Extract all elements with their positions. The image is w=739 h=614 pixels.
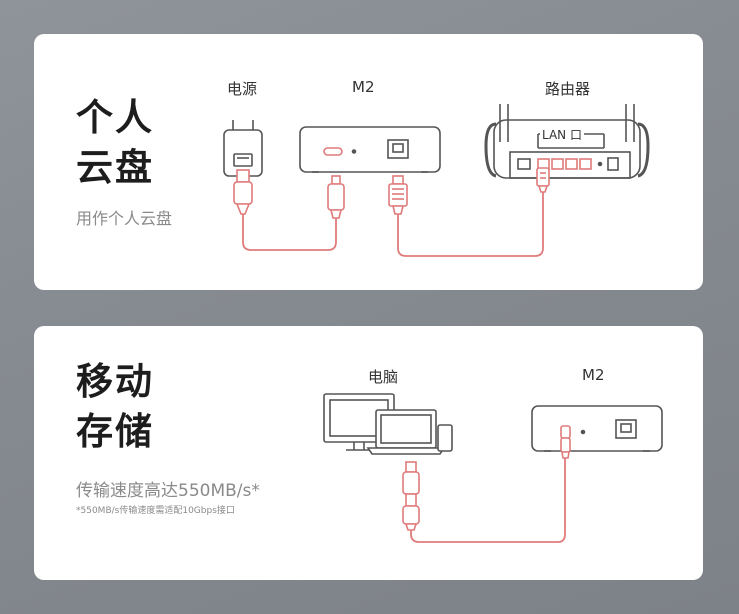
ethernet-plug-icon xyxy=(388,175,408,215)
usb-a-plug-icon xyxy=(402,461,420,531)
storage-footnote: *550MB/s传输速度需适配10Gbps接口 xyxy=(76,506,235,516)
m2-device-icon xyxy=(299,126,441,173)
cable-lines xyxy=(242,192,544,257)
mobile-storage-card: 移动 存储 传输速度高达550MB/s* *550MB/s传输速度需适配10Gb… xyxy=(34,326,703,580)
computer-label: 电脑 xyxy=(368,368,399,386)
m2-label: M2 xyxy=(582,366,605,384)
usb-plug-icon xyxy=(233,169,253,215)
storage-connection-diagram xyxy=(323,393,663,543)
laptop-icon xyxy=(366,409,446,455)
power-label: 电源 xyxy=(227,80,258,98)
power-adapter-icon xyxy=(223,120,263,177)
cloud-title-line1: 个人 xyxy=(76,96,154,139)
cloud-subtitle: 用作个人云盘 xyxy=(76,209,173,228)
personal-cloud-card: 个人 云盘 用作个人云盘 电源 M2 路由器 xyxy=(34,34,703,290)
storage-title-line2: 存储 xyxy=(76,410,154,453)
lan-port-label: LAN 口 xyxy=(540,126,584,143)
cloud-title-line2: 云盘 xyxy=(76,146,154,189)
storage-subtitle: 传输速度高达550MB/s* xyxy=(76,481,260,501)
router-label: 路由器 xyxy=(545,80,591,98)
phone-icon xyxy=(437,424,453,452)
storage-cable-line xyxy=(410,458,566,543)
m2-type-c-plug-icon xyxy=(560,437,571,459)
m2-device-icon-2 xyxy=(531,405,663,452)
type-c-plug-icon xyxy=(327,175,345,219)
device-label: M2 xyxy=(352,78,375,96)
router-ethernet-plug-icon xyxy=(536,167,550,193)
storage-title-line1: 移动 xyxy=(76,360,154,403)
cloud-connection-diagram xyxy=(223,104,650,257)
